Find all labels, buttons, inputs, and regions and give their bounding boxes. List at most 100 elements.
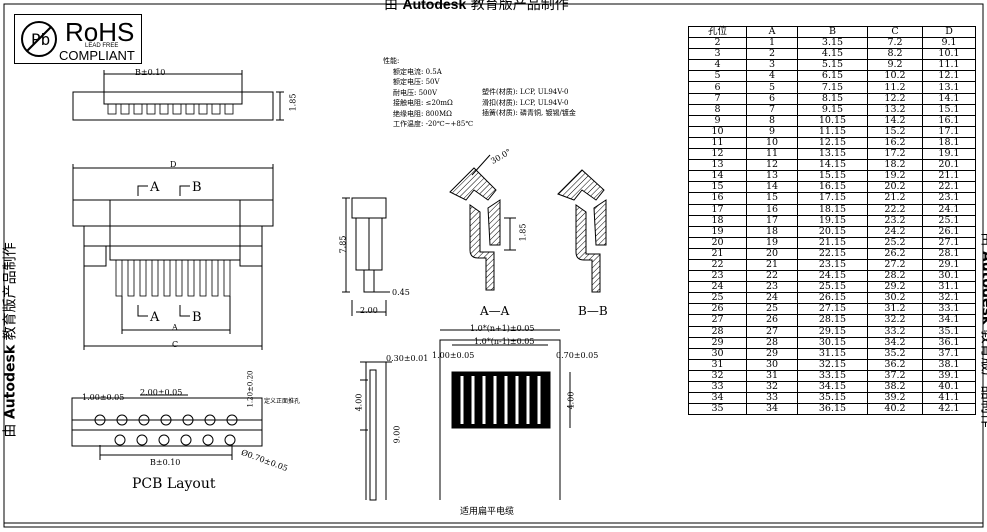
table-cell: 13 [746,170,798,183]
table-cell: 23.15 [797,258,868,272]
table-cell: 28 [746,336,798,349]
table-cell: 34.1 [922,314,976,327]
section-a-a [449,154,516,291]
table-cell: 21 [746,258,798,272]
table-cell: 18.15 [797,203,868,216]
table-cell: 3 [688,48,747,61]
table-cell: 34 [746,403,798,416]
table-cell: 7 [688,92,747,105]
dim-pcb-pitch-b: 2.00±0.05 [140,388,183,397]
table-cell: 32.2 [867,314,923,327]
table-cell: 35 [688,403,747,416]
table-cell: 28 [688,325,747,338]
table-cell: 25 [746,303,798,316]
pcb-layout [71,394,263,460]
table-cell: 35.2 [867,347,923,360]
compliant-text: COMPLIANT [59,48,135,63]
dim-pin-thickness: 0.45 [392,288,410,297]
table-cell: 20 [688,236,747,249]
material-line: 塑件(材质): LCP, UL94V-0 [482,88,569,96]
table-cell: 9.15 [797,103,868,116]
dim-cable-pitch: 0.70±0.05 [556,351,599,360]
table-cell: 22.15 [797,247,868,260]
table-cell: 13.15 [797,148,868,161]
table-cell: 3.15 [797,37,868,50]
table-cell: 19.2 [867,170,923,183]
table-cell: 31 [746,369,798,383]
table-cell: 4.15 [797,48,868,61]
table-cell: 26 [688,303,747,316]
table-cell: 15.2 [867,125,923,138]
table-cell: 9 [688,114,747,127]
table-cell: 15 [688,181,747,194]
table-cell: 6 [746,92,798,105]
table-cell: 31.1 [922,281,976,294]
table-cell: 17.1 [922,125,976,138]
table-cell: 12.15 [797,136,868,150]
table-cell: 5.15 [797,59,868,72]
table-cell: 32 [688,369,747,383]
table-cell: 9.1 [922,37,976,50]
table-header: A [746,25,798,39]
cable-top-view [439,329,571,500]
table-cell: 16.1 [922,114,976,127]
table-header-row: 孔位 A B C D [688,25,976,39]
spec-heading: 性能: [383,57,400,65]
pcb-note: 定义正面推孔 [264,398,301,405]
dim-height: 1.85 [288,93,298,112]
table-cell: 19 [688,225,747,238]
material-line: 滑扣(材质): LCP, UL94V-0 [482,98,569,107]
table-cell: 17.15 [797,192,868,205]
table-cell: 24.2 [867,225,923,238]
table-cell: 32.1 [922,292,976,305]
table-cell: 27 [746,325,798,338]
table-cell: 25.15 [797,281,868,294]
table-cell: 17 [746,214,798,227]
table-cell: 7 [746,103,798,116]
table-cell: 12.2 [867,92,923,105]
dim-cable-w2: 1.0*(n-1)±0.05 [474,337,535,346]
spec-line: 接触电阻: ≤20mΩ [393,99,453,107]
table-cell: 24.15 [797,270,868,283]
table-cell: 26.15 [797,292,868,305]
section-mark-a: A [150,180,160,195]
dim-cable-edge: 1.00±0.05 [432,351,475,360]
table-cell: 29.2 [867,281,923,294]
table-cell: 20.15 [797,225,868,238]
section-mark-b-lower: B [192,310,202,325]
table-cell: 30.1 [922,270,976,283]
table-cell: 27.1 [922,236,976,249]
table-cell: 22.2 [867,203,923,216]
table-cell: 8.15 [797,92,868,105]
table-cell: 26.2 [867,247,923,260]
dim-cable-len1: 4.00 [354,393,364,412]
table-cell: 33 [688,380,747,394]
dim-width-a: A [172,323,178,332]
table-cell: 42.1 [922,403,976,416]
table-cell: 27 [688,314,747,327]
table-cell: 40.2 [867,403,923,416]
table-cell: 39.1 [922,369,976,383]
table-cell: 34.2 [867,336,923,349]
table-cell: 20.2 [867,181,923,194]
table-cell: 31 [688,358,747,371]
table-cell: 31.15 [797,347,868,360]
table-cell: 36.15 [797,403,868,416]
table-cell: 16 [746,203,798,216]
table-cell: 36.2 [867,358,923,371]
dim-cable-len2: 9.00 [392,425,402,444]
table-cell: 9.2 [867,59,923,72]
